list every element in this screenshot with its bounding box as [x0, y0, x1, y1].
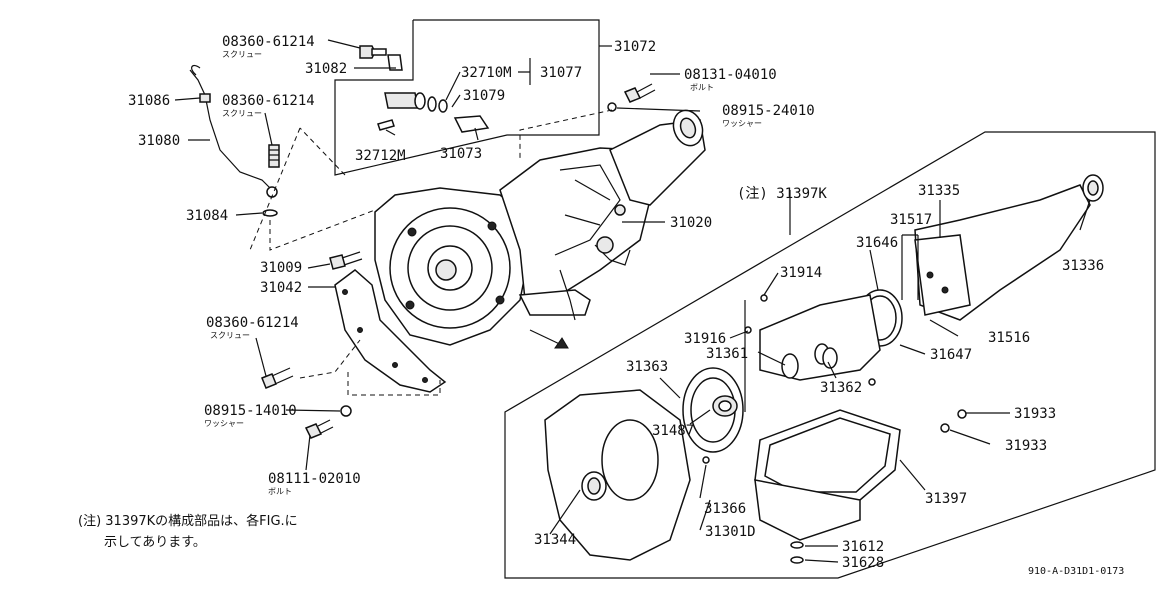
label-31628: 31628 — [842, 555, 884, 571]
label-31516: 31516 — [988, 330, 1030, 346]
label-08915-24010: 08915-24010 — [722, 103, 815, 119]
oil-seal-assembly — [377, 92, 490, 133]
bolt-31009 — [329, 251, 363, 270]
label-31080: 31080 — [138, 133, 180, 149]
screw-08360-61214-c — [261, 367, 294, 389]
screw-08360-61214-b — [268, 144, 280, 168]
upper-inset-box — [334, 19, 600, 176]
transmission-assembly — [374, 109, 706, 346]
label-31933-a: 31933 — [1014, 406, 1056, 422]
label-31344: 31344 — [534, 532, 576, 548]
label-31397: 31397 — [925, 491, 967, 507]
label-08915-14010: 08915-14010 — [204, 403, 297, 419]
drive-plate-cover — [334, 269, 447, 393]
label-31647: 31647 — [930, 347, 972, 363]
label-31073: 31073 — [440, 146, 482, 162]
label-08360-61214-c: 08360-61214 — [206, 315, 299, 331]
label-31042: 31042 — [260, 280, 302, 296]
label-32710M: 32710M — [461, 65, 512, 81]
label-31079: 31079 — [463, 88, 505, 104]
label-31082: 31082 — [305, 61, 347, 77]
label-31084: 31084 — [186, 208, 228, 224]
label-31335: 31335 — [918, 183, 960, 199]
label-31086: 31086 — [128, 93, 170, 109]
label-31517: 31517 — [890, 212, 932, 228]
dipstick-tube — [189, 64, 278, 217]
label-08360-61214-a: 08360-61214 — [222, 34, 315, 50]
leader-lines — [174, 39, 1091, 563]
label-31933-b: 31933 — [1005, 438, 1047, 454]
label-08111-02010-sub: ボルト — [268, 487, 292, 496]
label-31362: 31362 — [820, 380, 862, 396]
label-31077: 31077 — [540, 65, 582, 81]
note-line-1: (注) 31397Kの構成部品は、各FIG.に — [78, 513, 298, 529]
washer-08915-24010 — [607, 102, 617, 112]
washer-08915-14010 — [340, 405, 352, 417]
clip-31082 — [387, 54, 403, 71]
label-31612: 31612 — [842, 539, 884, 555]
label-31336: 31336 — [1062, 258, 1104, 274]
label-31363: 31363 — [626, 359, 668, 375]
label-08131-04010-sub: ボルト — [690, 83, 714, 92]
label-08360-61214-b-sub: スクリュー — [222, 109, 262, 118]
label-08131-04010: 08131-04010 — [684, 67, 777, 83]
label-31914: 31914 — [780, 265, 822, 281]
kit-gaskets — [744, 289, 967, 433]
label-08360-61214-a-sub: スクリュー — [222, 50, 262, 59]
kit-front-case — [544, 389, 710, 561]
label-31009: 31009 — [260, 260, 302, 276]
kit-oil-pan-gasket — [754, 409, 901, 564]
label-32712M: 32712M — [355, 148, 406, 164]
note-line-2: 示してあります。 — [104, 535, 206, 550]
label-31487: 31487 — [652, 423, 694, 439]
label-08360-61214-b: 08360-61214 — [222, 93, 315, 109]
overhaul-kit-box — [504, 131, 1156, 579]
bolt-08111-02010 — [304, 419, 334, 439]
label-31301D: 31301D — [705, 524, 756, 540]
label-08360-61214-c-sub: スクリュー — [210, 331, 250, 340]
kit-extension-housing — [914, 174, 1104, 321]
kit-pump-gasket — [682, 367, 744, 453]
label-08111-02010: 08111-02010 — [268, 471, 361, 487]
label-31361: 31361 — [706, 346, 748, 362]
label-31072: 31072 — [614, 39, 656, 55]
label-08915-14010-sub: ワッシャー — [204, 419, 244, 428]
label-08915-24010-sub: ワッシャー — [722, 119, 762, 128]
bolt-08131-04010 — [623, 83, 656, 103]
reference-code: 910-A-D31D1-0173 — [1028, 566, 1124, 577]
label-31397K: (注) 31397K — [737, 186, 827, 202]
label-31020: 31020 — [670, 215, 712, 231]
label-31646: 31646 — [856, 235, 898, 251]
label-31366: 31366 — [704, 501, 746, 517]
label-31916: 31916 — [684, 331, 726, 347]
screw-08360-61214-a — [359, 45, 387, 59]
